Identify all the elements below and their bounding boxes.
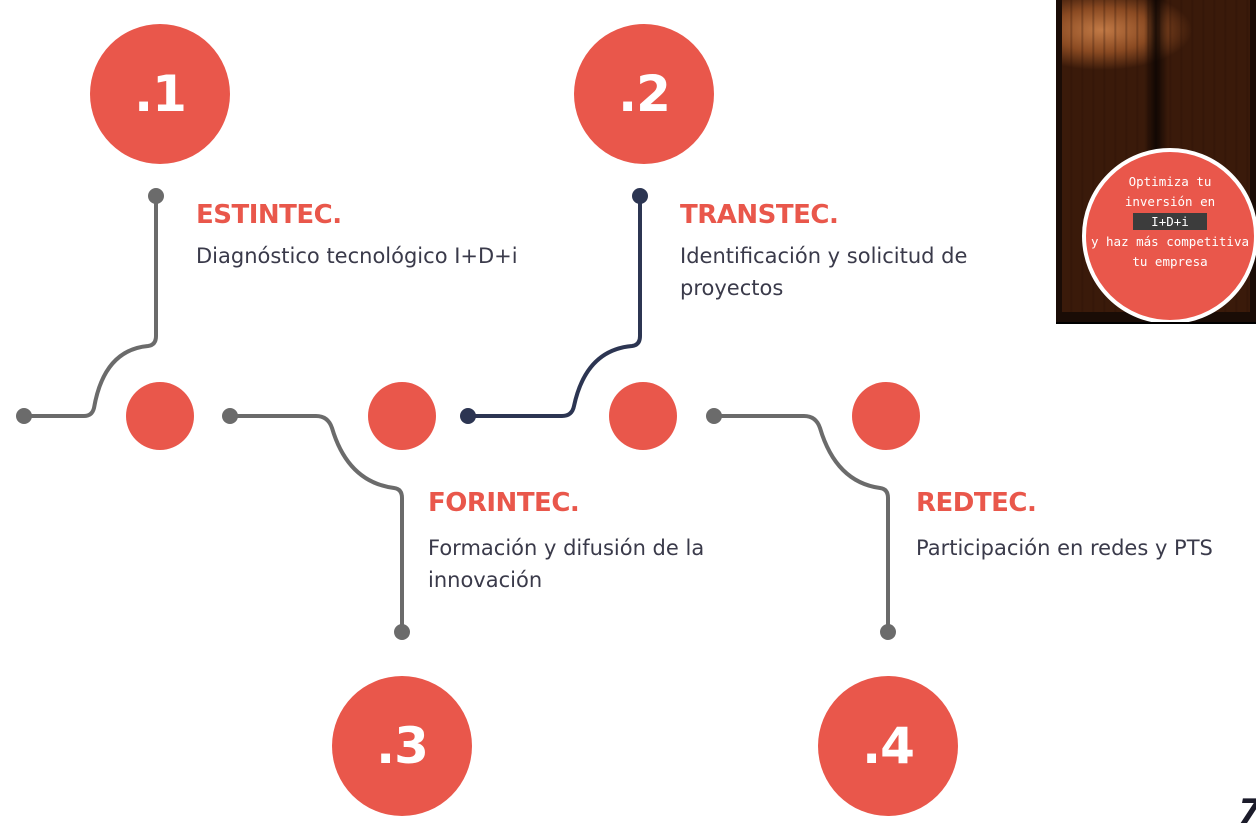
timeline-node-3 <box>368 382 436 450</box>
step-description-2: Identificación y solicitud de proyectos <box>680 244 968 300</box>
connector-dot-3-left <box>222 408 238 424</box>
promo-line-4: tu empresa <box>1132 254 1208 269</box>
connector-dot-3-bottom <box>394 624 410 640</box>
step-number-2-label: .2 <box>618 65 671 123</box>
connector-dot-4-bottom <box>880 624 896 640</box>
step-number-2: .2 <box>574 24 714 164</box>
step-description-1: Diagnóstico tecnológico I+D+i <box>196 244 518 268</box>
step-description-4: Participación en redes y PTS <box>916 536 1213 560</box>
step-number-4-label: .4 <box>862 717 915 775</box>
promo-line-1: Optimiza tu <box>1128 174 1212 189</box>
step-description-3: Formación y difusión de la innovación <box>428 536 705 592</box>
step-title-2: TRANSTEC. <box>680 200 839 230</box>
connector-step-2 <box>468 196 642 418</box>
connector-dot-2-top <box>632 188 648 204</box>
step-title-1: ESTINTEC. <box>196 200 342 230</box>
step-title-3: FORINTEC. <box>428 488 580 518</box>
promo-highlight-wrap: I+D+i <box>1086 212 1254 232</box>
page-number: 7 <box>1238 792 1256 832</box>
connector-dot-1-top <box>148 188 164 204</box>
promo-badge: Optimiza tu inversión en I+D+i y haz más… <box>1082 148 1256 322</box>
connector-step-4 <box>714 414 890 632</box>
timeline-node-2 <box>609 382 677 450</box>
promo-line-3: y haz más competitiva <box>1090 234 1250 249</box>
connector-dot-2-left <box>460 408 476 424</box>
timeline-node-4 <box>852 382 920 450</box>
step-number-3-label: .3 <box>376 717 429 775</box>
timeline-node-1 <box>126 382 194 450</box>
step-number-4: .4 <box>818 676 958 816</box>
promo-card: Optimiza tu inversión en I+D+i y haz más… <box>1056 0 1256 324</box>
promo-highlight: I+D+i <box>1133 213 1207 230</box>
promo-line-2: inversión en <box>1124 194 1216 209</box>
connector-dot-1-left <box>16 408 32 424</box>
step-title-4: REDTEC. <box>916 488 1037 518</box>
connector-step-1 <box>24 196 158 418</box>
step-number-1-label: .1 <box>134 65 187 123</box>
connector-dot-4-left <box>706 408 722 424</box>
step-number-1: .1 <box>90 24 230 164</box>
step-number-3: .3 <box>332 676 472 816</box>
connector-step-3 <box>230 414 404 632</box>
